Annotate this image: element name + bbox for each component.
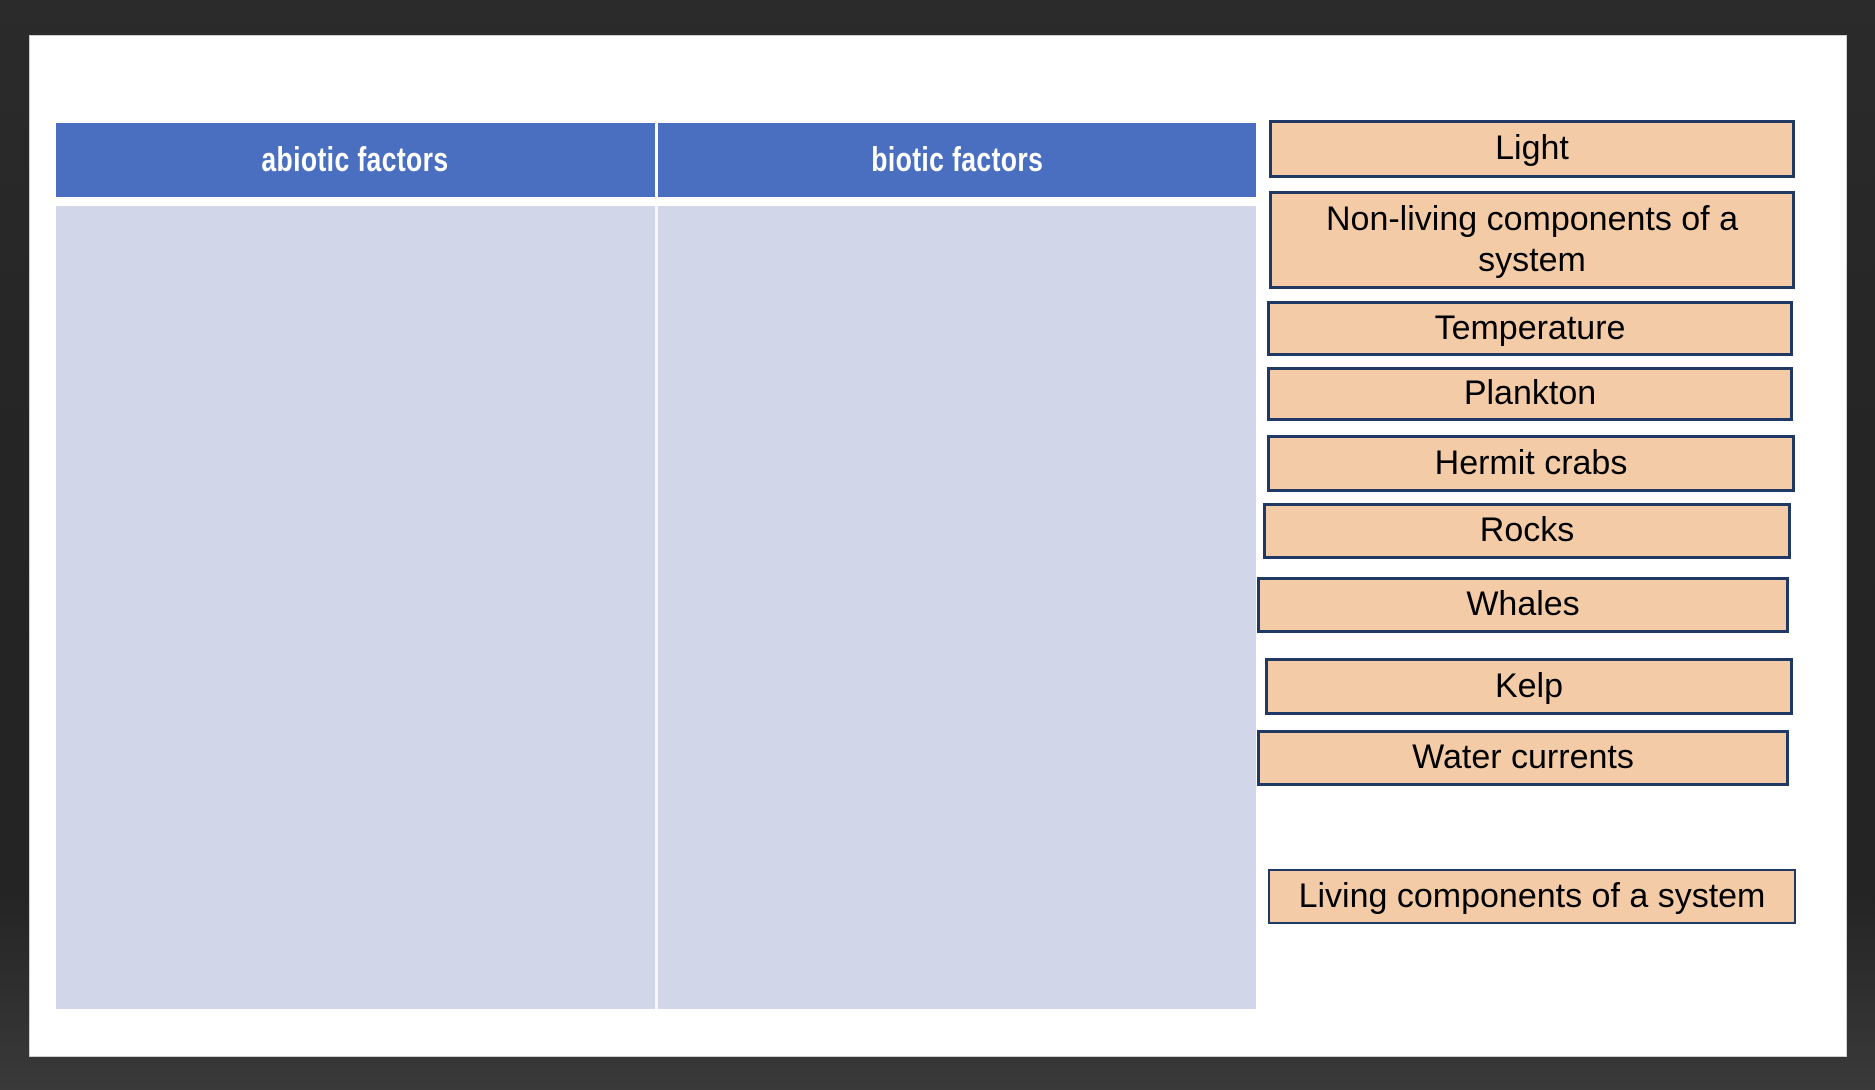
table-body-row [56, 206, 1256, 1009]
table-header-row: abiotic factors biotic factors [56, 123, 1256, 197]
drag-tile-hermit-crabs[interactable]: Hermit crabs [1267, 435, 1795, 492]
sorting-table: abiotic factors biotic factors [56, 123, 1256, 1009]
drop-zone-abiotic[interactable] [56, 206, 658, 1009]
drag-tile-whales[interactable]: Whales [1257, 577, 1789, 633]
column-header-abiotic: abiotic factors [56, 123, 658, 197]
drag-tile-kelp[interactable]: Kelp [1265, 658, 1793, 715]
column-header-abiotic-label: abiotic factors [261, 140, 449, 179]
drag-tile-non-living-components[interactable]: Non-living components of a system [1269, 191, 1795, 289]
drag-tile-plankton[interactable]: Plankton [1267, 367, 1793, 421]
column-header-biotic: biotic factors [657, 123, 1256, 197]
drag-tile-rocks[interactable]: Rocks [1263, 503, 1791, 559]
drop-zone-biotic[interactable] [657, 206, 1256, 1009]
drag-tile-temperature[interactable]: Temperature [1267, 301, 1793, 356]
column-header-biotic-label: biotic factors [870, 140, 1043, 179]
drag-tile-living-components[interactable]: Living components of a system [1268, 869, 1796, 924]
slide-page: abiotic factors biotic factors Light Non… [29, 35, 1847, 1057]
drag-tile-light[interactable]: Light [1269, 120, 1795, 178]
drag-tile-water-currents[interactable]: Water currents [1257, 730, 1789, 786]
